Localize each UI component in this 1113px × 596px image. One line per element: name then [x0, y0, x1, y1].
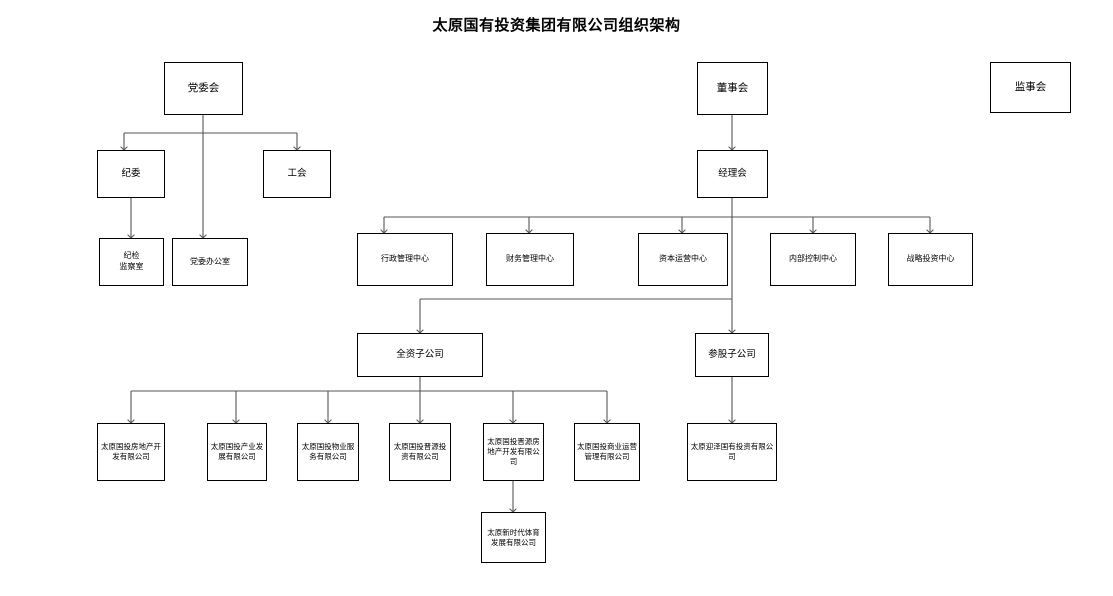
node-label: 太原国投房地产开发有限公司 — [101, 442, 161, 461]
node-sub-jinyuan-realestate[interactable]: 太原国投晋源房地产开发有限公司 — [483, 423, 544, 481]
node-label: 全资子公司 — [396, 348, 444, 360]
node-label: 行政管理中心 — [381, 254, 429, 264]
node-label: 太原迎泽国有投资有限公司 — [690, 442, 774, 461]
node-finance-center[interactable]: 财务管理中心 — [486, 233, 574, 286]
node-label: 内部控制中心 — [789, 254, 837, 264]
node-label: 财务管理中心 — [506, 254, 554, 264]
node-label: 太原国投产业发展有限公司 — [210, 442, 264, 461]
node-manager-meeting[interactable]: 经理会 — [697, 150, 768, 198]
node-capital-operation-center[interactable]: 资本运营中心 — [638, 233, 728, 286]
node-label: 工会 — [287, 167, 307, 179]
node-label: 太原国投商业运营管理有限公司 — [577, 442, 637, 461]
node-sub-yingze-state-invest[interactable]: 太原迎泽国有投资有限公司 — [687, 423, 777, 481]
node-board-of-supervisors[interactable]: 监事会 — [990, 62, 1071, 113]
node-party-office[interactable]: 党委办公室 — [172, 238, 248, 286]
node-party-committee[interactable]: 党委会 — [164, 62, 243, 115]
node-label: 战略投资中心 — [906, 254, 955, 264]
node-label: 纪检 监察室 — [119, 251, 144, 271]
node-label: 经理会 — [718, 167, 747, 179]
node-label: 纪委 — [121, 167, 141, 179]
node-label: 资本运营中心 — [659, 254, 707, 264]
node-label: 党委办公室 — [190, 256, 230, 266]
node-label: 党委会 — [187, 81, 220, 94]
node-admin-center[interactable]: 行政管理中心 — [357, 233, 453, 286]
node-board-of-directors[interactable]: 董事会 — [697, 62, 768, 115]
node-labor-union[interactable]: 工会 — [263, 150, 331, 198]
node-internal-control-center[interactable]: 内部控制中心 — [770, 233, 856, 286]
node-label: 太原国投物业服务有限公司 — [301, 442, 355, 461]
node-discipline-committee[interactable]: 纪委 — [97, 150, 165, 198]
node-label: 太原国投晋源投资有限公司 — [393, 442, 447, 461]
node-label: 太原国投晋源房地产开发有限公司 — [487, 437, 540, 466]
node-wholly-owned-subsidiaries[interactable]: 全资子公司 — [357, 333, 483, 377]
node-label: 董事会 — [716, 81, 749, 94]
node-sub-property-service[interactable]: 太原国投物业服务有限公司 — [297, 423, 359, 481]
node-equity-participation-subsidiaries[interactable]: 参股子公司 — [695, 333, 769, 377]
node-label: 监事会 — [1014, 80, 1047, 93]
node-sub-industry-dev[interactable]: 太原国投产业发展有限公司 — [207, 423, 267, 481]
node-sub-new-era-sports[interactable]: 太原新时代体育发展有限公司 — [481, 512, 546, 563]
page-title: 太原国有投资集团有限公司组织架构 — [432, 16, 681, 34]
node-sub-real-estate[interactable]: 太原国投房地产开发有限公司 — [97, 423, 165, 481]
node-label: 参股子公司 — [708, 348, 756, 360]
node-sub-commercial-ops[interactable]: 太原国投商业运营管理有限公司 — [574, 423, 640, 481]
node-sub-jinyuan-invest[interactable]: 太原国投晋源投资有限公司 — [389, 423, 451, 481]
node-strategic-investment-center[interactable]: 战略投资中心 — [888, 233, 973, 286]
node-label: 太原新时代体育发展有限公司 — [487, 527, 540, 547]
node-discipline-inspection-office[interactable]: 纪检 监察室 — [99, 238, 164, 286]
